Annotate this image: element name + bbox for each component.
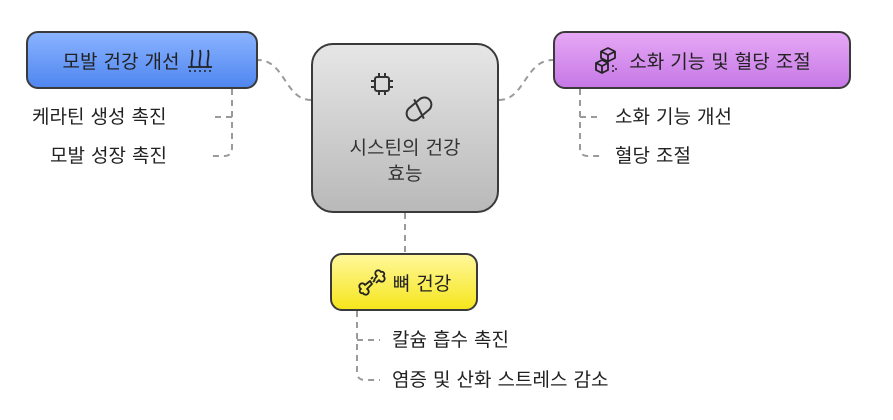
leaf-calcium[interactable]: 칼슘 흡수 촉진 [392, 329, 509, 351]
leaf-keratin[interactable]: 케라틴 생성 촉진 [32, 106, 167, 128]
leaf-inflammation[interactable]: 염증 및 산화 스트레스 감소 [392, 369, 609, 391]
center-node[interactable]: 시스틴의 건강 효능 [311, 43, 499, 213]
center-icons [365, 69, 445, 129]
cubes-icon [595, 47, 618, 74]
branch-digestion-blood-sugar[interactable]: 소화 기능 및 혈당 조절 [553, 31, 851, 89]
branch-bone-label: 뼈 건강 [392, 272, 452, 295]
branch-hair-health[interactable]: 모발 건강 개선 [26, 31, 258, 89]
leaf-hair-growth[interactable]: 모발 성장 촉진 [50, 145, 167, 167]
leaf-blood-sugar[interactable]: 혈당 조절 [615, 145, 691, 167]
leaf-digestion[interactable]: 소화 기능 개선 [615, 106, 732, 128]
branch-digest-label: 소화 기능 및 혈당 조절 [629, 50, 811, 73]
hair-follicle-icon [188, 49, 213, 72]
chip-icon [371, 73, 393, 95]
pill-icon [405, 96, 433, 122]
branch-bone-health[interactable]: 뼈 건강 [330, 253, 478, 311]
branch-hair-label: 모발 건강 개선 [62, 50, 180, 73]
broken-bone-icon [358, 269, 386, 296]
center-title: 시스틴의 건강 효능 [349, 137, 461, 185]
